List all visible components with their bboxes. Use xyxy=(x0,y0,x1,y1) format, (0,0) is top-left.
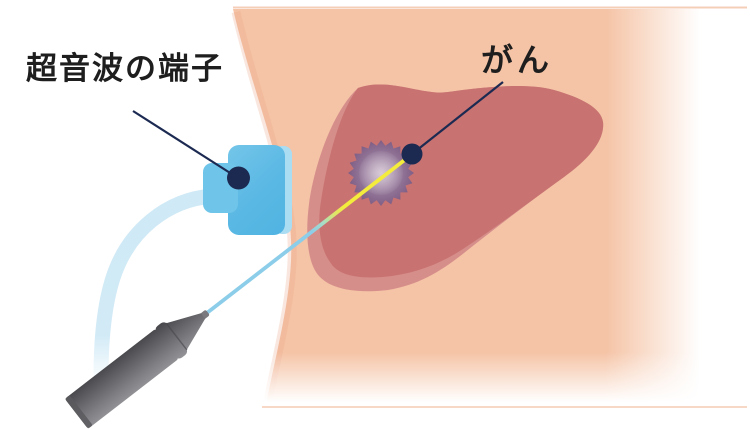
ultrasound-probe xyxy=(203,145,292,235)
handle-ridge-line xyxy=(165,322,188,351)
needle xyxy=(201,153,413,318)
ultrasound-probe-label: 超音波の端子 xyxy=(26,51,224,86)
cancer-anchor-dot xyxy=(401,143,423,165)
probe-anchor-dot xyxy=(227,166,250,190)
handle-ridge xyxy=(155,322,188,359)
probe-label-line xyxy=(132,110,239,179)
probe-cable xyxy=(93,188,220,385)
tumor-heat-glow xyxy=(359,151,403,195)
liver xyxy=(319,84,604,278)
handle-grip xyxy=(65,329,178,428)
handle-end-cap xyxy=(65,395,92,429)
torso-bottom-fade xyxy=(245,345,750,429)
handle-cone xyxy=(165,313,206,351)
cancer-label-line xyxy=(411,81,504,155)
cancer-label: がん xyxy=(481,42,554,78)
needle-handle xyxy=(65,310,210,429)
